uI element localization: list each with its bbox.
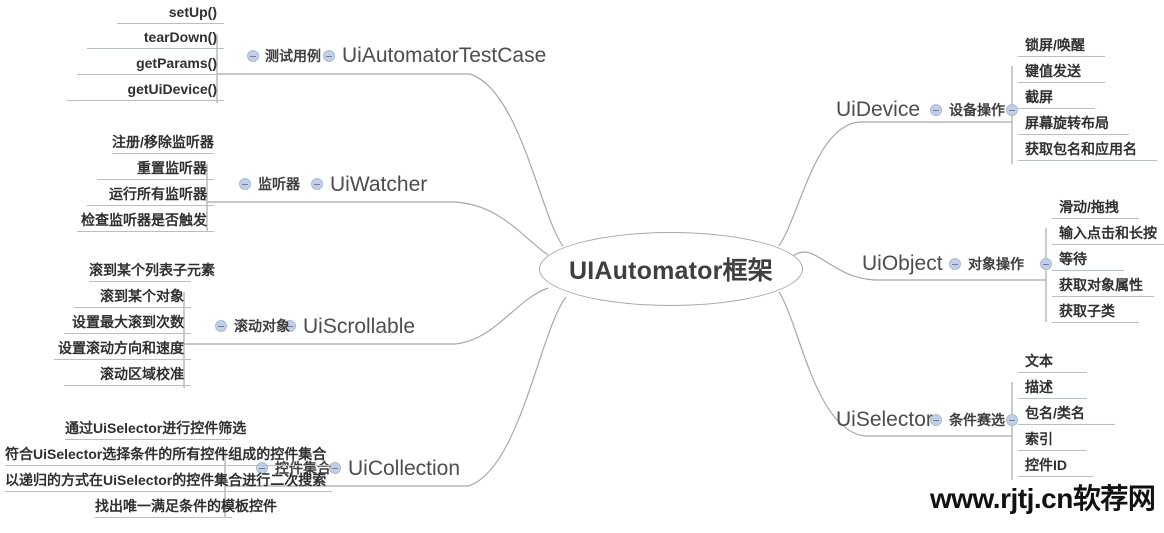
watermark: www.rjtj.cn软荐网 xyxy=(930,483,1156,514)
subtopic-label: 条件赛选 xyxy=(949,412,1005,428)
collapse-icon-selector[interactable] xyxy=(1006,414,1018,426)
leaf-send-keyevent[interactable]: 键值发送 xyxy=(1018,64,1105,83)
wire-root-device xyxy=(778,121,935,247)
leaf-scroll-area-calibration[interactable]: 滚动区域校准 xyxy=(64,367,191,386)
topic-uiobject[interactable]: UiObject xyxy=(862,253,943,274)
subtopic-scrollable[interactable]: 滚动对象 xyxy=(234,319,290,333)
subtopic-label: 设备操作 xyxy=(949,102,1005,118)
leaf-description[interactable]: 描述 xyxy=(1018,380,1087,399)
leaf-package-class-name[interactable]: 包名/类名 xyxy=(1018,406,1115,425)
topic-label: UiWatcher xyxy=(330,173,428,196)
wire-root-watcher xyxy=(310,201,549,256)
leaf-scroll-to-list-child[interactable]: 滚到某个列表子元素 xyxy=(89,263,215,282)
wire-root-testcase xyxy=(322,73,564,247)
leaf-text[interactable]: 文本 xyxy=(1018,354,1087,373)
topic-label: UiObject xyxy=(862,252,943,275)
collapse-icon-uiwatcher[interactable] xyxy=(311,178,323,190)
topic-uidevice[interactable]: UiDevice xyxy=(836,99,920,120)
collapse-icon-uiautomatortestcase[interactable] xyxy=(323,50,335,62)
topic-label: UiDevice xyxy=(836,98,921,121)
leaf-get-child-class[interactable]: 获取子类 xyxy=(1052,304,1139,323)
leaf-setup[interactable]: setUp() xyxy=(117,5,224,24)
topic-uiselector[interactable]: UiSelector xyxy=(836,409,933,430)
leaf-set-max-scroll-count[interactable]: 设置最大滚到次数 xyxy=(64,315,191,334)
leaf-check-watcher-triggered[interactable]: 检查监听器是否触发 xyxy=(77,213,214,232)
leaf-get-object-properties[interactable]: 获取对象属性 xyxy=(1052,278,1154,297)
subtopic-testcase[interactable]: 测试用例 xyxy=(265,49,321,63)
collapse-icon-uiobject[interactable] xyxy=(949,258,961,270)
leaf-filter-by-uiselector[interactable]: 通过UiSelector进行控件筛选 xyxy=(65,421,246,440)
subtopic-label: 监听器 xyxy=(258,176,300,192)
subtopic-selector[interactable]: 条件赛选 xyxy=(949,413,1005,427)
leaf-getparams[interactable]: getParams() xyxy=(77,56,224,75)
leaf-index[interactable]: 索引 xyxy=(1018,432,1087,451)
topic-label: UiCollection xyxy=(348,457,461,480)
topic-uiautomatortestcase[interactable]: UiAutomatorTestCase xyxy=(342,45,546,66)
leaf-input-click-longpress[interactable]: 输入点击和长按 xyxy=(1052,226,1164,245)
leaf-screen-rotation-layout[interactable]: 屏幕旋转布局 xyxy=(1018,116,1129,135)
leaf-wait[interactable]: 等待 xyxy=(1052,252,1124,271)
leaf-register-remove-watcher[interactable]: 注册/移除监听器 xyxy=(112,135,214,154)
topic-label: UiAutomatorTestCase xyxy=(342,44,547,67)
leaf-run-all-watchers[interactable]: 运行所有监听器 xyxy=(87,187,214,206)
leaf-find-unique-template-widget[interactable]: 找出唯一满足条件的模板控件 xyxy=(95,499,277,518)
topic-label: UiScrollable xyxy=(303,315,416,338)
collapse-icon-testcase[interactable] xyxy=(247,50,259,62)
leaf-reset-watcher[interactable]: 重置监听器 xyxy=(97,161,214,180)
leaf-swipe-drag[interactable]: 滑动/拖拽 xyxy=(1052,200,1139,219)
collapse-icon-uicollection[interactable] xyxy=(329,462,341,474)
leaf-get-package-and-app-name[interactable]: 获取包名和应用名 xyxy=(1018,142,1157,161)
leaf-getuidevice[interactable]: getUiDevice() xyxy=(67,82,224,101)
leaf-scroll-to-object[interactable]: 滚到某个对象 xyxy=(74,289,191,308)
topic-uiwatcher[interactable]: UiWatcher xyxy=(330,174,427,195)
subtopic-device[interactable]: 设备操作 xyxy=(949,103,1005,117)
subtopic-watcher[interactable]: 监听器 xyxy=(258,177,300,191)
subtopic-label: 对象操作 xyxy=(968,256,1024,272)
subtopic-collection[interactable]: 控件集合 xyxy=(275,461,331,475)
root-node-label: UIAutomator框架 xyxy=(569,257,773,285)
collapse-icon-watcher[interactable] xyxy=(239,178,251,190)
subtopic-label: 滚动对象 xyxy=(234,318,290,334)
collapse-icon-uidevice[interactable] xyxy=(930,104,942,116)
leaf-teardown[interactable]: tearDown() xyxy=(87,30,224,49)
subtopic-label: 测试用例 xyxy=(265,48,321,64)
leaf-widget-id[interactable]: 控件ID xyxy=(1018,458,1093,477)
collapse-icon-device[interactable] xyxy=(1006,104,1018,116)
topic-label: UiSelector xyxy=(836,408,933,431)
collapse-icon-uiselector[interactable] xyxy=(930,414,942,426)
leaf-screenshot[interactable]: 截屏 xyxy=(1018,90,1095,109)
collapse-icon-uiscrollable[interactable] xyxy=(284,320,296,332)
leaf-lock-wake[interactable]: 锁屏/唤醒 xyxy=(1018,38,1105,57)
leaf-recursive-secondary-search[interactable]: 以递归的方式在UiSelector的控件集合进行二次搜索 xyxy=(5,473,332,492)
collapse-icon-object[interactable] xyxy=(1040,258,1052,270)
root-node[interactable]: UIAutomator框架 xyxy=(539,232,803,306)
leaf-all-matching-widgets-set[interactable]: 符合UiSelector选择条件的所有控件组成的控件集合 xyxy=(5,447,332,466)
topic-uiscrollable[interactable]: UiScrollable xyxy=(303,316,415,337)
topic-uicollection[interactable]: UiCollection xyxy=(348,458,460,479)
collapse-icon-scrollable[interactable] xyxy=(215,320,227,332)
subtopic-label: 控件集合 xyxy=(275,460,331,476)
subtopic-object[interactable]: 对象操作 xyxy=(968,257,1024,271)
leaf-set-scroll-direction-speed[interactable]: 设置滚动方向和速度 xyxy=(54,341,191,360)
